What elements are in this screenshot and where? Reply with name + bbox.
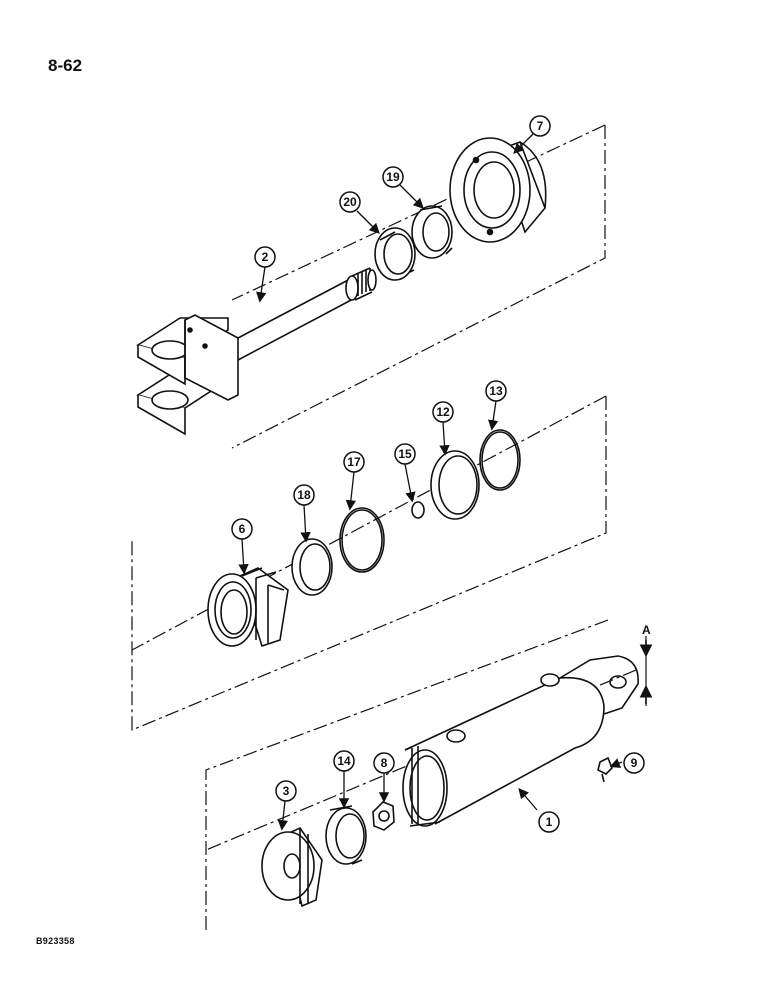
callout-6: 6 (231, 518, 253, 540)
callout-9: 9 (623, 752, 645, 774)
svg-text:18: 18 (297, 488, 311, 502)
callout-2: 2 (254, 246, 276, 268)
rod-assembly-group (136, 124, 606, 449)
rod-part-2 (136, 267, 377, 436)
frame-rod-group (231, 125, 606, 449)
barrel-part-1 (402, 655, 639, 827)
piston-part-6 (207, 567, 289, 648)
callout-1: 1 (538, 811, 560, 833)
svg-text:6: 6 (239, 522, 246, 536)
view-marker-label: A (642, 623, 651, 637)
callout-19: 19 (382, 166, 404, 188)
centerline-piston (131, 395, 607, 651)
barrel-group (205, 619, 653, 930)
svg-text:19: 19 (386, 170, 400, 184)
callout-20: 20 (339, 191, 361, 213)
svg-text:17: 17 (347, 455, 361, 469)
figure-code: B923358 (36, 936, 75, 946)
piston-seals-group (131, 395, 607, 731)
ring-part-18 (291, 538, 333, 596)
callout-13: 13 (485, 380, 507, 402)
fitting-part-9 (597, 756, 613, 783)
svg-text:7: 7 (537, 119, 544, 133)
oring-part-15 (411, 501, 425, 519)
callout-17: 17 (343, 451, 365, 473)
svg-text:8: 8 (381, 756, 388, 770)
head-part-3 (261, 826, 323, 908)
svg-text:13: 13 (489, 384, 503, 398)
nut-part-8 (372, 801, 395, 831)
page-number: 8-62 (48, 56, 83, 75)
gland-nut-part-7 (449, 137, 547, 243)
wiper-part-19 (411, 205, 453, 259)
svg-text:20: 20 (343, 195, 357, 209)
svg-text:2: 2 (262, 250, 269, 264)
svg-text:1: 1 (546, 815, 553, 829)
svg-text:12: 12 (436, 405, 450, 419)
callout-14: 14 (333, 750, 355, 772)
callouts: 7 19 20 2 13 12 17 15 18 6 3 14 8 1 9 (231, 115, 645, 833)
callout-12: 12 (432, 401, 454, 423)
svg-text:15: 15 (398, 447, 412, 461)
leader-lines (238, 133, 623, 831)
callout-8: 8 (373, 752, 395, 774)
ring-part-14 (325, 807, 367, 865)
oring-part-17 (339, 507, 385, 573)
svg-text:14: 14 (337, 754, 351, 768)
seal-part-20 (374, 227, 416, 281)
callout-18: 18 (293, 484, 315, 506)
callout-7: 7 (529, 115, 551, 137)
svg-text:3: 3 (283, 784, 290, 798)
frame-barrel-group (205, 619, 609, 930)
svg-text:9: 9 (631, 756, 638, 770)
callout-3: 3 (275, 780, 297, 802)
callout-15: 15 (394, 443, 416, 465)
oring-part-13 (479, 429, 521, 491)
frame-piston-group (131, 396, 607, 731)
